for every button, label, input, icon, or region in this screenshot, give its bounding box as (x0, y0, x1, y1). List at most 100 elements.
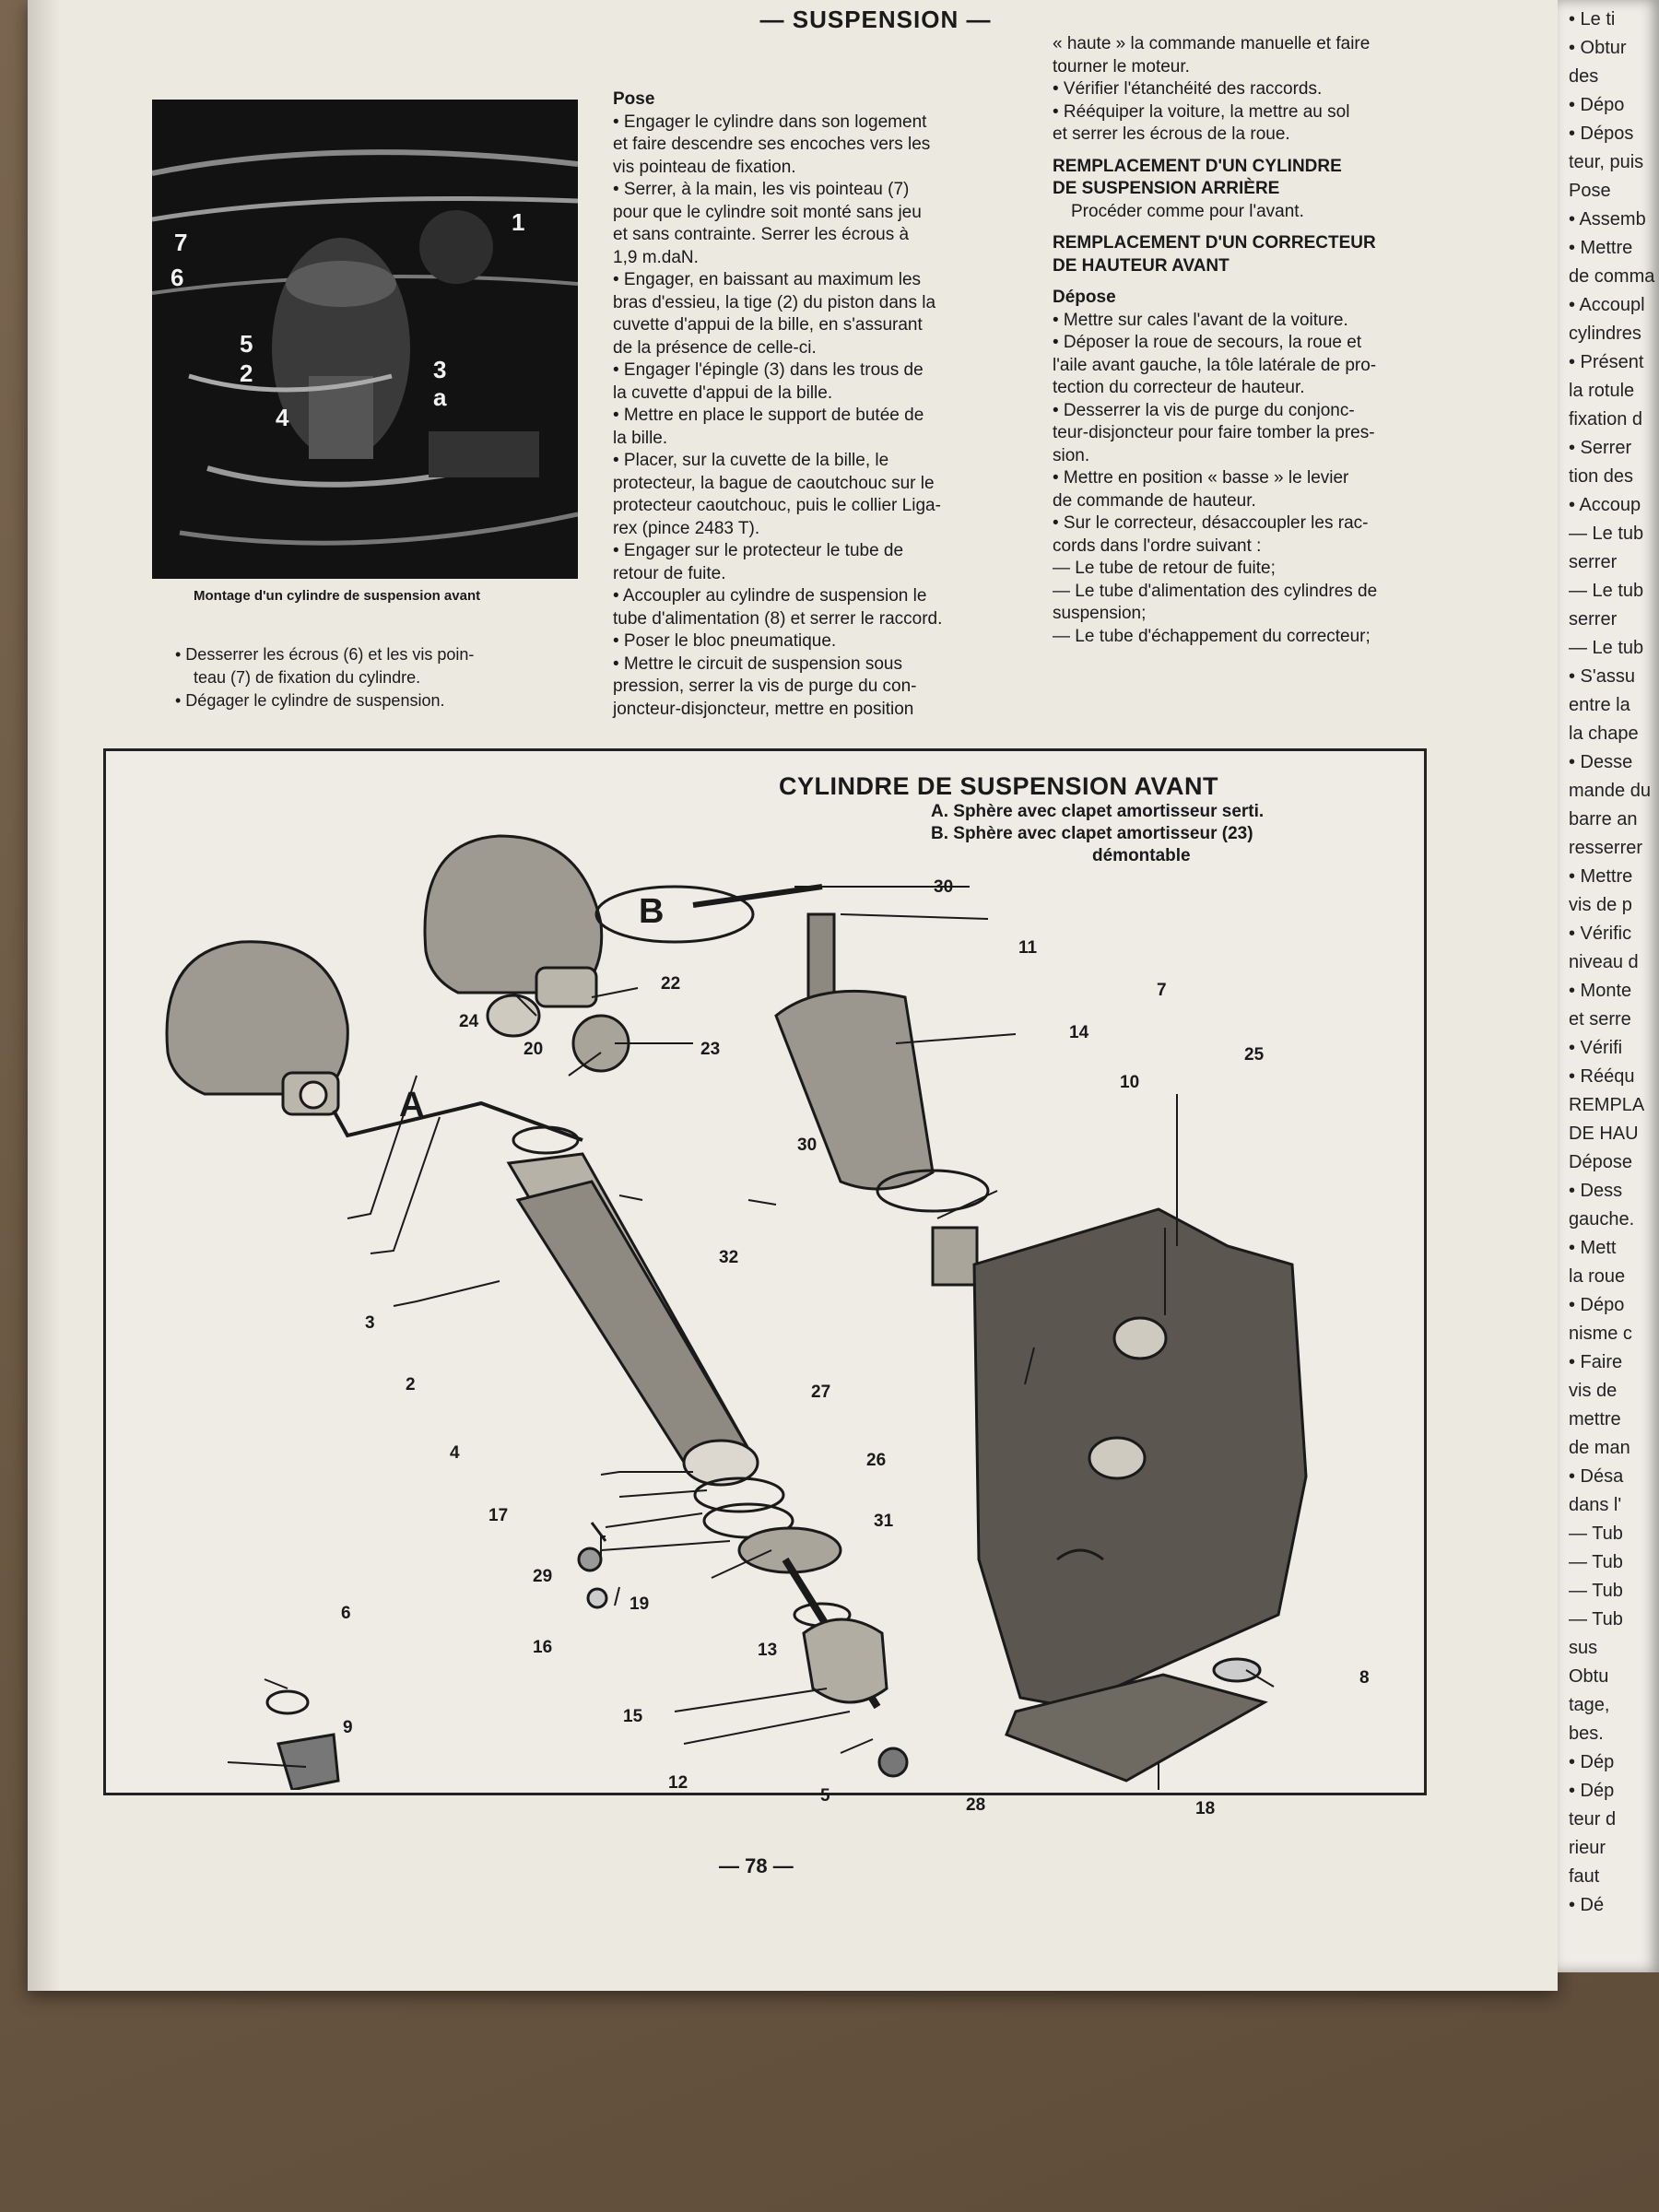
next-page-text: DE HAU (1569, 1124, 1639, 1144)
col3-line: Procéder comme pour l'avant. (1071, 201, 1304, 221)
part-label: 24 (459, 1012, 479, 1031)
next-page-text: mettre (1569, 1409, 1621, 1430)
depose-heading: Dépose (1053, 288, 1116, 307)
col2-line: • Accoupler au cylindre de suspension le (613, 586, 927, 606)
next-page-text: — Le tub (1569, 638, 1644, 658)
next-page-text: vis de (1569, 1381, 1618, 1401)
col3-line: sion. (1053, 445, 1090, 465)
next-page-text: teur d (1569, 1809, 1617, 1830)
col2-line: pression, serrer la vis de purge du con- (613, 677, 917, 696)
next-page-text: • S'assu (1569, 666, 1635, 687)
col2-line: • Engager, en baissant au maximum les (613, 270, 922, 289)
next-page-text: • Assemb (1569, 209, 1646, 229)
photo-callout-2: 2 (240, 359, 253, 387)
next-page-text: sus (1569, 1638, 1598, 1658)
next-page-text: et serre (1569, 1009, 1631, 1030)
part-label: 27 (811, 1382, 831, 1402)
next-page-text: — Tub (1569, 1524, 1623, 1544)
assembly-photo: 1 7 6 5 2 4 3 a (152, 100, 578, 579)
col2-line: retour de fuite. (613, 563, 726, 583)
col2-line: • Mettre le circuit de suspension sous (613, 653, 902, 674)
next-page-text: • Mettre (1569, 866, 1633, 887)
label-big-b: B (639, 892, 665, 931)
next-page-text: • Le ti (1569, 9, 1616, 29)
next-page-text: • Accoupl (1569, 295, 1645, 315)
next-page-text: • Serrer (1569, 438, 1632, 458)
col2-line: 1,9 m.daN. (613, 247, 699, 267)
seal-24-icon (486, 994, 541, 1038)
part-label: 15 (623, 1707, 643, 1726)
next-page-text: • Dép (1569, 1752, 1615, 1772)
part-label: 32 (719, 1248, 739, 1267)
next-page-text: la rotule (1569, 381, 1635, 401)
part-label: 11 (1018, 938, 1038, 958)
col2-line: rex (pince 2483 T). (613, 518, 760, 538)
next-page-text: • Dépo (1569, 1295, 1625, 1315)
part-label: 31 (874, 1512, 894, 1531)
next-page-text: REMPLA (1569, 1095, 1645, 1115)
page-header: — SUSPENSION — (759, 6, 992, 33)
part-label: 14 (1069, 1023, 1089, 1042)
column-1: • Desserrer les écrous (6) et les vis po… (175, 643, 571, 712)
next-page-text: • Obtur (1569, 38, 1627, 58)
next-page-text: — Tub (1569, 1552, 1623, 1572)
next-page-text: — Tub (1569, 1609, 1623, 1630)
col3-line: — Le tube d'échappement du correcteur; (1053, 626, 1371, 646)
protector-14-icon (774, 989, 935, 1191)
next-page-text: serrer (1569, 552, 1618, 572)
col3-line: — Le tube de retour de fuite; (1053, 559, 1276, 578)
next-page-text: cylindres (1569, 324, 1641, 344)
washer-8-icon (1212, 1657, 1262, 1683)
photo-callout-6: 6 (171, 264, 184, 291)
next-page-text: mande du (1569, 781, 1651, 801)
col3-line: tection du correcteur de hauteur. (1053, 378, 1305, 397)
next-page-text: de comma (1569, 266, 1655, 287)
next-page-text: • Mettre (1569, 238, 1633, 258)
part-label: 18 (1195, 1799, 1216, 1818)
col2-line: cuvette d'appui de la bille, en s'assura… (613, 315, 923, 335)
col3-line: tourner le moteur. (1053, 56, 1190, 76)
next-page-text: • Présent (1569, 352, 1644, 372)
col2-line: • Serrer, à la main, les vis pointeau (7… (613, 180, 910, 199)
next-page-text: • Dess (1569, 1181, 1623, 1201)
next-page-text: • Dép (1569, 1781, 1615, 1801)
col2-line: • Poser le bloc pneumatique. (613, 631, 837, 651)
col1-line: teau (7) de fixation du cylindre. (194, 668, 421, 687)
part-label: 16 (533, 1638, 553, 1657)
col2-line: pour que le cylindre soit monté sans jeu (613, 202, 922, 222)
next-page-text: vis de p (1569, 895, 1632, 915)
part-label: 26 (866, 1451, 887, 1470)
photo-callout-5: 5 (240, 330, 253, 358)
col2-line: • Placer, sur la cuvette de la bille, le (613, 451, 889, 470)
part-label: 17 (488, 1506, 509, 1525)
next-page-text: barre an (1569, 809, 1638, 830)
cup-10-icon (931, 1226, 979, 1287)
col3-line: teur-disjoncteur pour faire tomber la pr… (1053, 423, 1375, 442)
col2-line: protecteur caoutchouc, puis le collier L… (613, 496, 941, 515)
col3-line: et serrer les écrous de la roue. (1053, 124, 1290, 144)
next-page-text: Pose (1569, 181, 1611, 201)
next-page-text: faut (1569, 1866, 1600, 1887)
next-page-text: tage, (1569, 1695, 1610, 1715)
part-label: 30 (934, 877, 954, 897)
next-page-text: resserrer (1569, 838, 1643, 858)
next-page-text: • Dé (1569, 1895, 1605, 1915)
col2-line: joncteur-disjoncteur, mettre en position (613, 699, 914, 719)
col2-line: bras d'essieu, la tige (2) du piston dan… (613, 292, 936, 312)
part-label: 6 (341, 1604, 351, 1623)
col3-line: • Desserrer la vis de purge du conjonc- (1053, 400, 1355, 420)
col2-line: • Engager l'épingle (3) dans les trous d… (613, 360, 924, 380)
ball-28-icon (877, 1747, 909, 1778)
col3-line: • Sur le correcteur, désaccoupler les ra… (1053, 513, 1369, 533)
col3-line: de commande de hauteur. (1053, 490, 1256, 511)
part-label: 22 (661, 974, 681, 994)
sphere-b-icon (423, 834, 604, 1008)
pose-heading: Pose (613, 89, 655, 109)
next-page-text: fixation d (1569, 409, 1643, 429)
col2-line: tube d'alimentation (8) et serrer le rac… (613, 608, 943, 629)
part-label: 5 (820, 1786, 830, 1806)
col3-line: • Vérifier l'étanchéité des raccords. (1053, 79, 1323, 99)
next-page-text: • Dépo (1569, 95, 1625, 115)
